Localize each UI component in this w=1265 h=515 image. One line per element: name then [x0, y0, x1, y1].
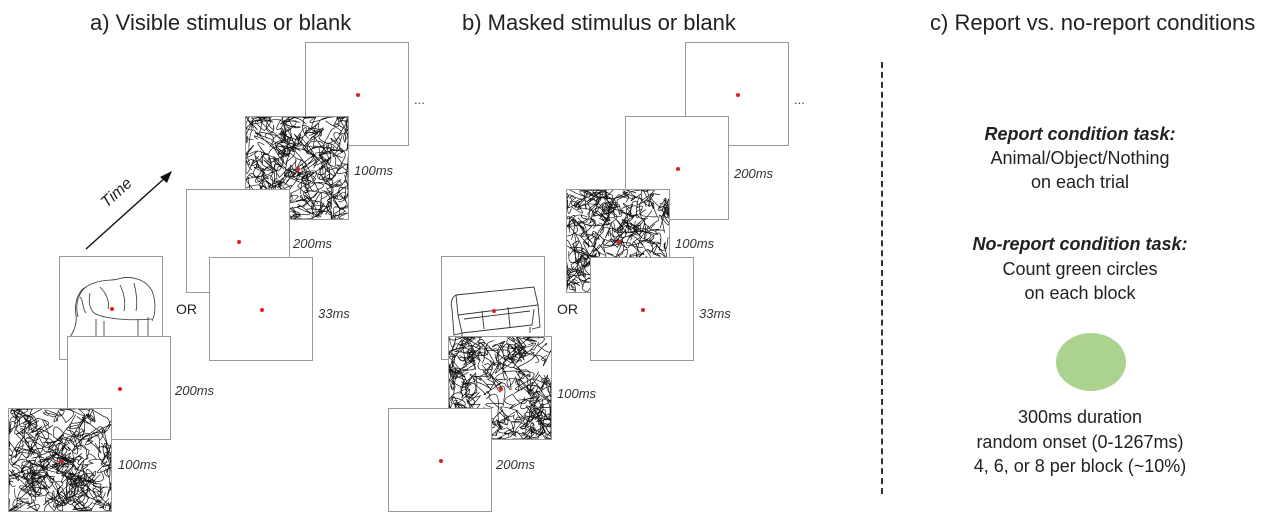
or-label: OR: [176, 301, 197, 317]
elephant-drawing-icon: [69, 277, 156, 343]
fixation-dot: [736, 93, 740, 97]
fixation-dot: [118, 387, 122, 391]
noise-mask-frame: [8, 408, 112, 512]
fixation-dot: [439, 459, 443, 463]
duration-label: 200ms: [293, 236, 333, 251]
duration-label: 33ms: [699, 306, 731, 321]
fixation-dot: [237, 240, 241, 244]
fixation-dot: [356, 93, 360, 97]
fixation-dot: [617, 240, 621, 244]
fixation-dot: [296, 167, 300, 171]
noreport-heading: No-report condition task:: [972, 234, 1188, 254]
green-circle-icon: [1056, 333, 1126, 391]
duration-label: 200ms: [734, 166, 774, 181]
fixation-dot: [499, 387, 503, 391]
blank-frame: [209, 257, 313, 361]
circle-line-3: 4, 6, or 8 per block (~10%): [973, 456, 1187, 476]
duration-label: 100ms: [675, 236, 715, 251]
duration-label: 33ms: [318, 306, 350, 321]
circle-line-2: random onset (0-1267ms): [976, 432, 1184, 452]
fixation-dot: [59, 459, 63, 463]
duration-label: 100ms: [118, 457, 158, 472]
time-arrow-icon: [85, 171, 172, 250]
report-line-2: on each trial: [1030, 172, 1130, 192]
ellipsis-text: ...: [414, 92, 425, 107]
ellipsis-text: ...: [794, 92, 805, 107]
panel-a-title: a) Visible stimulus or blank: [90, 10, 352, 35]
fixation-dot: [492, 309, 496, 313]
noise-mask-icon: [9, 409, 111, 511]
panel-c-title: c) Report vs. no-report conditions: [930, 10, 1256, 35]
panel-b-title: b) Masked stimulus or blank: [462, 10, 736, 35]
blank-frame: [388, 408, 492, 512]
fixation-dot: [676, 167, 680, 171]
fixation-dot: [260, 308, 264, 312]
duration-label: 100ms: [354, 163, 394, 178]
duration-label: 100ms: [557, 386, 597, 401]
blank-frame: [590, 257, 694, 361]
fixation-dot: [641, 308, 645, 312]
duration-label: 200ms: [175, 383, 215, 398]
report-heading: Report condition task:: [984, 124, 1176, 144]
dashed-divider: [881, 62, 883, 494]
or-label: OR: [557, 301, 578, 317]
report-line-1: Animal/Object/Nothing: [990, 148, 1170, 168]
fixation-dot: [110, 307, 114, 311]
noreport-line-2: on each block: [1024, 283, 1136, 303]
duration-label: 200ms: [496, 457, 536, 472]
circle-line-1: 300ms duration: [1017, 407, 1143, 427]
noreport-line-1: Count green circles: [1002, 259, 1158, 279]
